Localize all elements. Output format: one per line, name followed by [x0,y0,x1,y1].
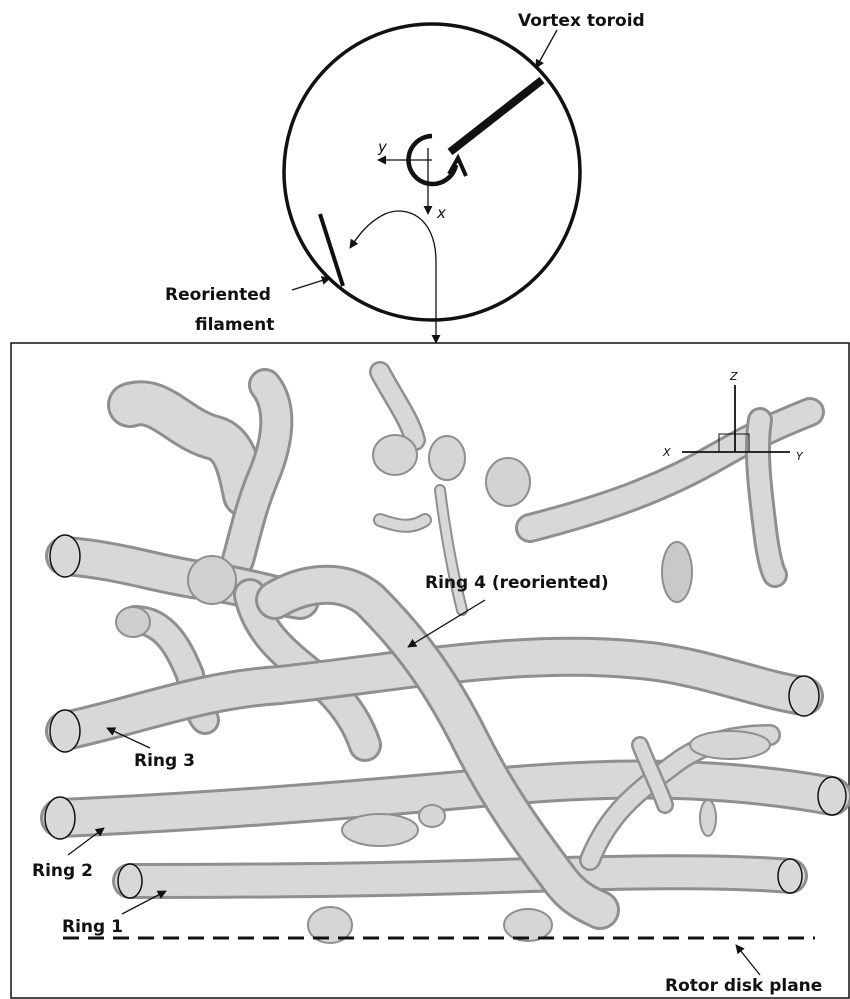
rotor-circle [284,24,580,320]
vortex-toroid-leader [536,30,557,68]
ring4-leader [408,600,485,647]
ring3-label: Ring 3 [134,751,195,771]
reoriented-leader [292,278,330,290]
ring2-label: Ring 2 [32,861,93,881]
top-schematic: Vortex toroid y x Reoriented filament [165,11,645,343]
reoriented-filament-bar [320,214,343,286]
vortex-tubes [45,372,846,943]
main-view: Z X Y Ring 4 (reoriented) Ring 3 Ring 2 … [11,343,849,998]
main-axis-x-label: X [662,446,671,459]
ring2 [45,777,846,839]
ring1 [118,859,802,898]
vortex-toroid-label: Vortex toroid [518,11,645,31]
axis-y-label: y [377,138,388,156]
ring1-label: Ring 1 [62,917,123,937]
reoriented-label-line2: filament [195,315,274,335]
main-axis-y-label: Y [796,450,804,463]
rotor-disk-plane-label: Rotor disk plane [665,976,822,996]
vortex-toroid-bar [450,80,542,152]
rotor-plane-leader [736,945,760,975]
reoriented-label-line1: Reoriented [165,285,271,305]
filament-upper-left [130,385,276,560]
reorientation-path [350,211,436,262]
ring4-label: Ring 4 (reoriented) [425,573,609,593]
axis-x-label: x [436,204,446,222]
main-axis-z-label: Z [729,370,738,383]
